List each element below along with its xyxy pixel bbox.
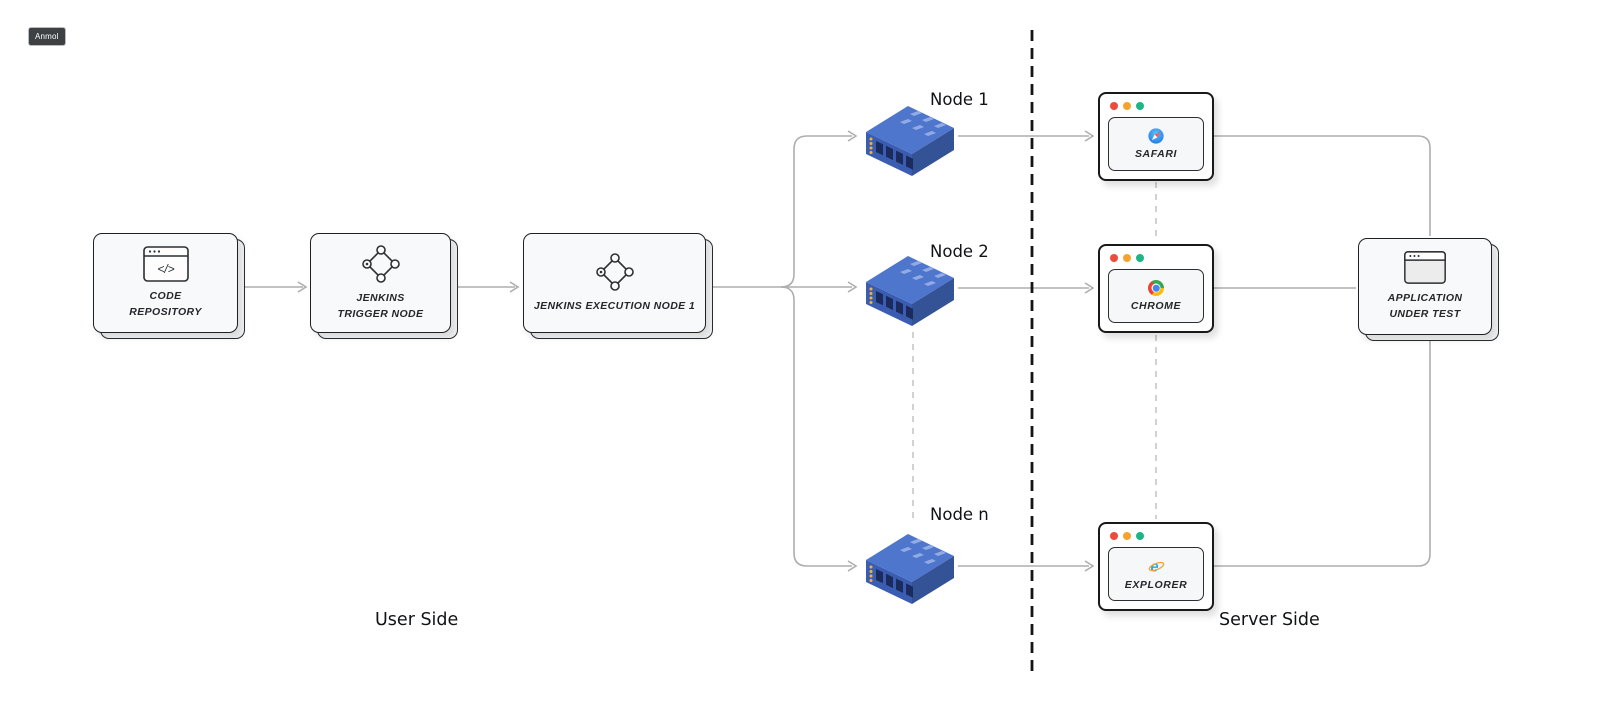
author-badge: Anmol — [28, 27, 66, 46]
card-code-repository: </> CODE REPOSITORY — [93, 233, 245, 339]
traffic-lights — [1110, 254, 1144, 262]
arrowhead-icon — [297, 281, 308, 293]
card-application-under-test: APPLICATION UNDER TEST — [1358, 238, 1499, 341]
arrowhead-icon — [1084, 282, 1095, 294]
browser-panel: e EXPLORER — [1108, 547, 1204, 601]
arrowhead-icon — [847, 560, 858, 572]
safari-icon — [1148, 128, 1164, 144]
branch-up-line — [780, 135, 852, 288]
card-jenkins-execution-node-1: JENKINS EXECUTION NODE 1 — [523, 233, 713, 339]
user-side-label: User Side — [375, 610, 459, 630]
traffic-orange-icon — [1123, 254, 1131, 262]
node-2-label: Node 2 — [930, 242, 989, 261]
browser-window-safari: SAFARI — [1098, 92, 1214, 181]
line-safari-to-aut — [1214, 135, 1431, 236]
chrome-icon — [1148, 280, 1164, 296]
code-window-icon: </> — [142, 245, 189, 282]
switch-icon-node-n — [866, 534, 954, 604]
browser-window-explorer: e EXPLORER — [1098, 522, 1214, 611]
svg-text:e: e — [1150, 559, 1158, 574]
card-label: APPLICATION UNDER TEST — [1387, 291, 1463, 320]
node-1-label: Node 1 — [930, 90, 989, 109]
traffic-red-icon — [1110, 102, 1118, 110]
traffic-green-icon — [1136, 532, 1144, 540]
app-window-icon — [1404, 250, 1446, 284]
arrowhead-icon — [847, 281, 858, 293]
switch-icon-node-1 — [866, 106, 954, 176]
traffic-lights — [1110, 102, 1144, 110]
line-explorer-to-aut — [1214, 337, 1431, 567]
arrowhead-icon — [509, 281, 520, 293]
internet-explorer-icon: e — [1148, 559, 1164, 575]
svg-text:</>: </> — [157, 262, 174, 276]
jenkins-node-icon — [595, 252, 634, 291]
traffic-green-icon — [1136, 254, 1144, 262]
traffic-green-icon — [1136, 102, 1144, 110]
arrowhead-icon — [1084, 560, 1095, 572]
card-label: JENKINS TRIGGER NODE — [337, 291, 424, 320]
browser-label: SAFARI — [1134, 148, 1178, 160]
node-n-label: Node n — [930, 505, 989, 524]
card-label: JENKINS EXECUTION NODE 1 — [533, 299, 696, 312]
browser-window-chrome: CHROME — [1098, 244, 1214, 333]
card-jenkins-trigger-node: JENKINS TRIGGER NODE — [310, 233, 458, 339]
arrowhead-icon — [847, 130, 858, 142]
browser-label: EXPLORER — [1124, 578, 1188, 591]
traffic-orange-icon — [1123, 102, 1131, 110]
browser-panel: SAFARI — [1108, 117, 1204, 171]
card-label: CODE REPOSITORY — [129, 289, 202, 318]
switch-icon-node-2 — [866, 256, 954, 326]
branch-down-line — [780, 286, 852, 567]
browser-label: CHROME — [1130, 300, 1182, 312]
traffic-lights — [1110, 532, 1144, 540]
traffic-red-icon — [1110, 532, 1118, 540]
jenkins-node-icon — [361, 244, 400, 283]
traffic-orange-icon — [1123, 532, 1131, 540]
server-side-label: Server Side — [1219, 610, 1320, 630]
traffic-red-icon — [1110, 254, 1118, 262]
browser-panel: CHROME — [1108, 269, 1204, 323]
arrowhead-icon — [1084, 130, 1095, 142]
